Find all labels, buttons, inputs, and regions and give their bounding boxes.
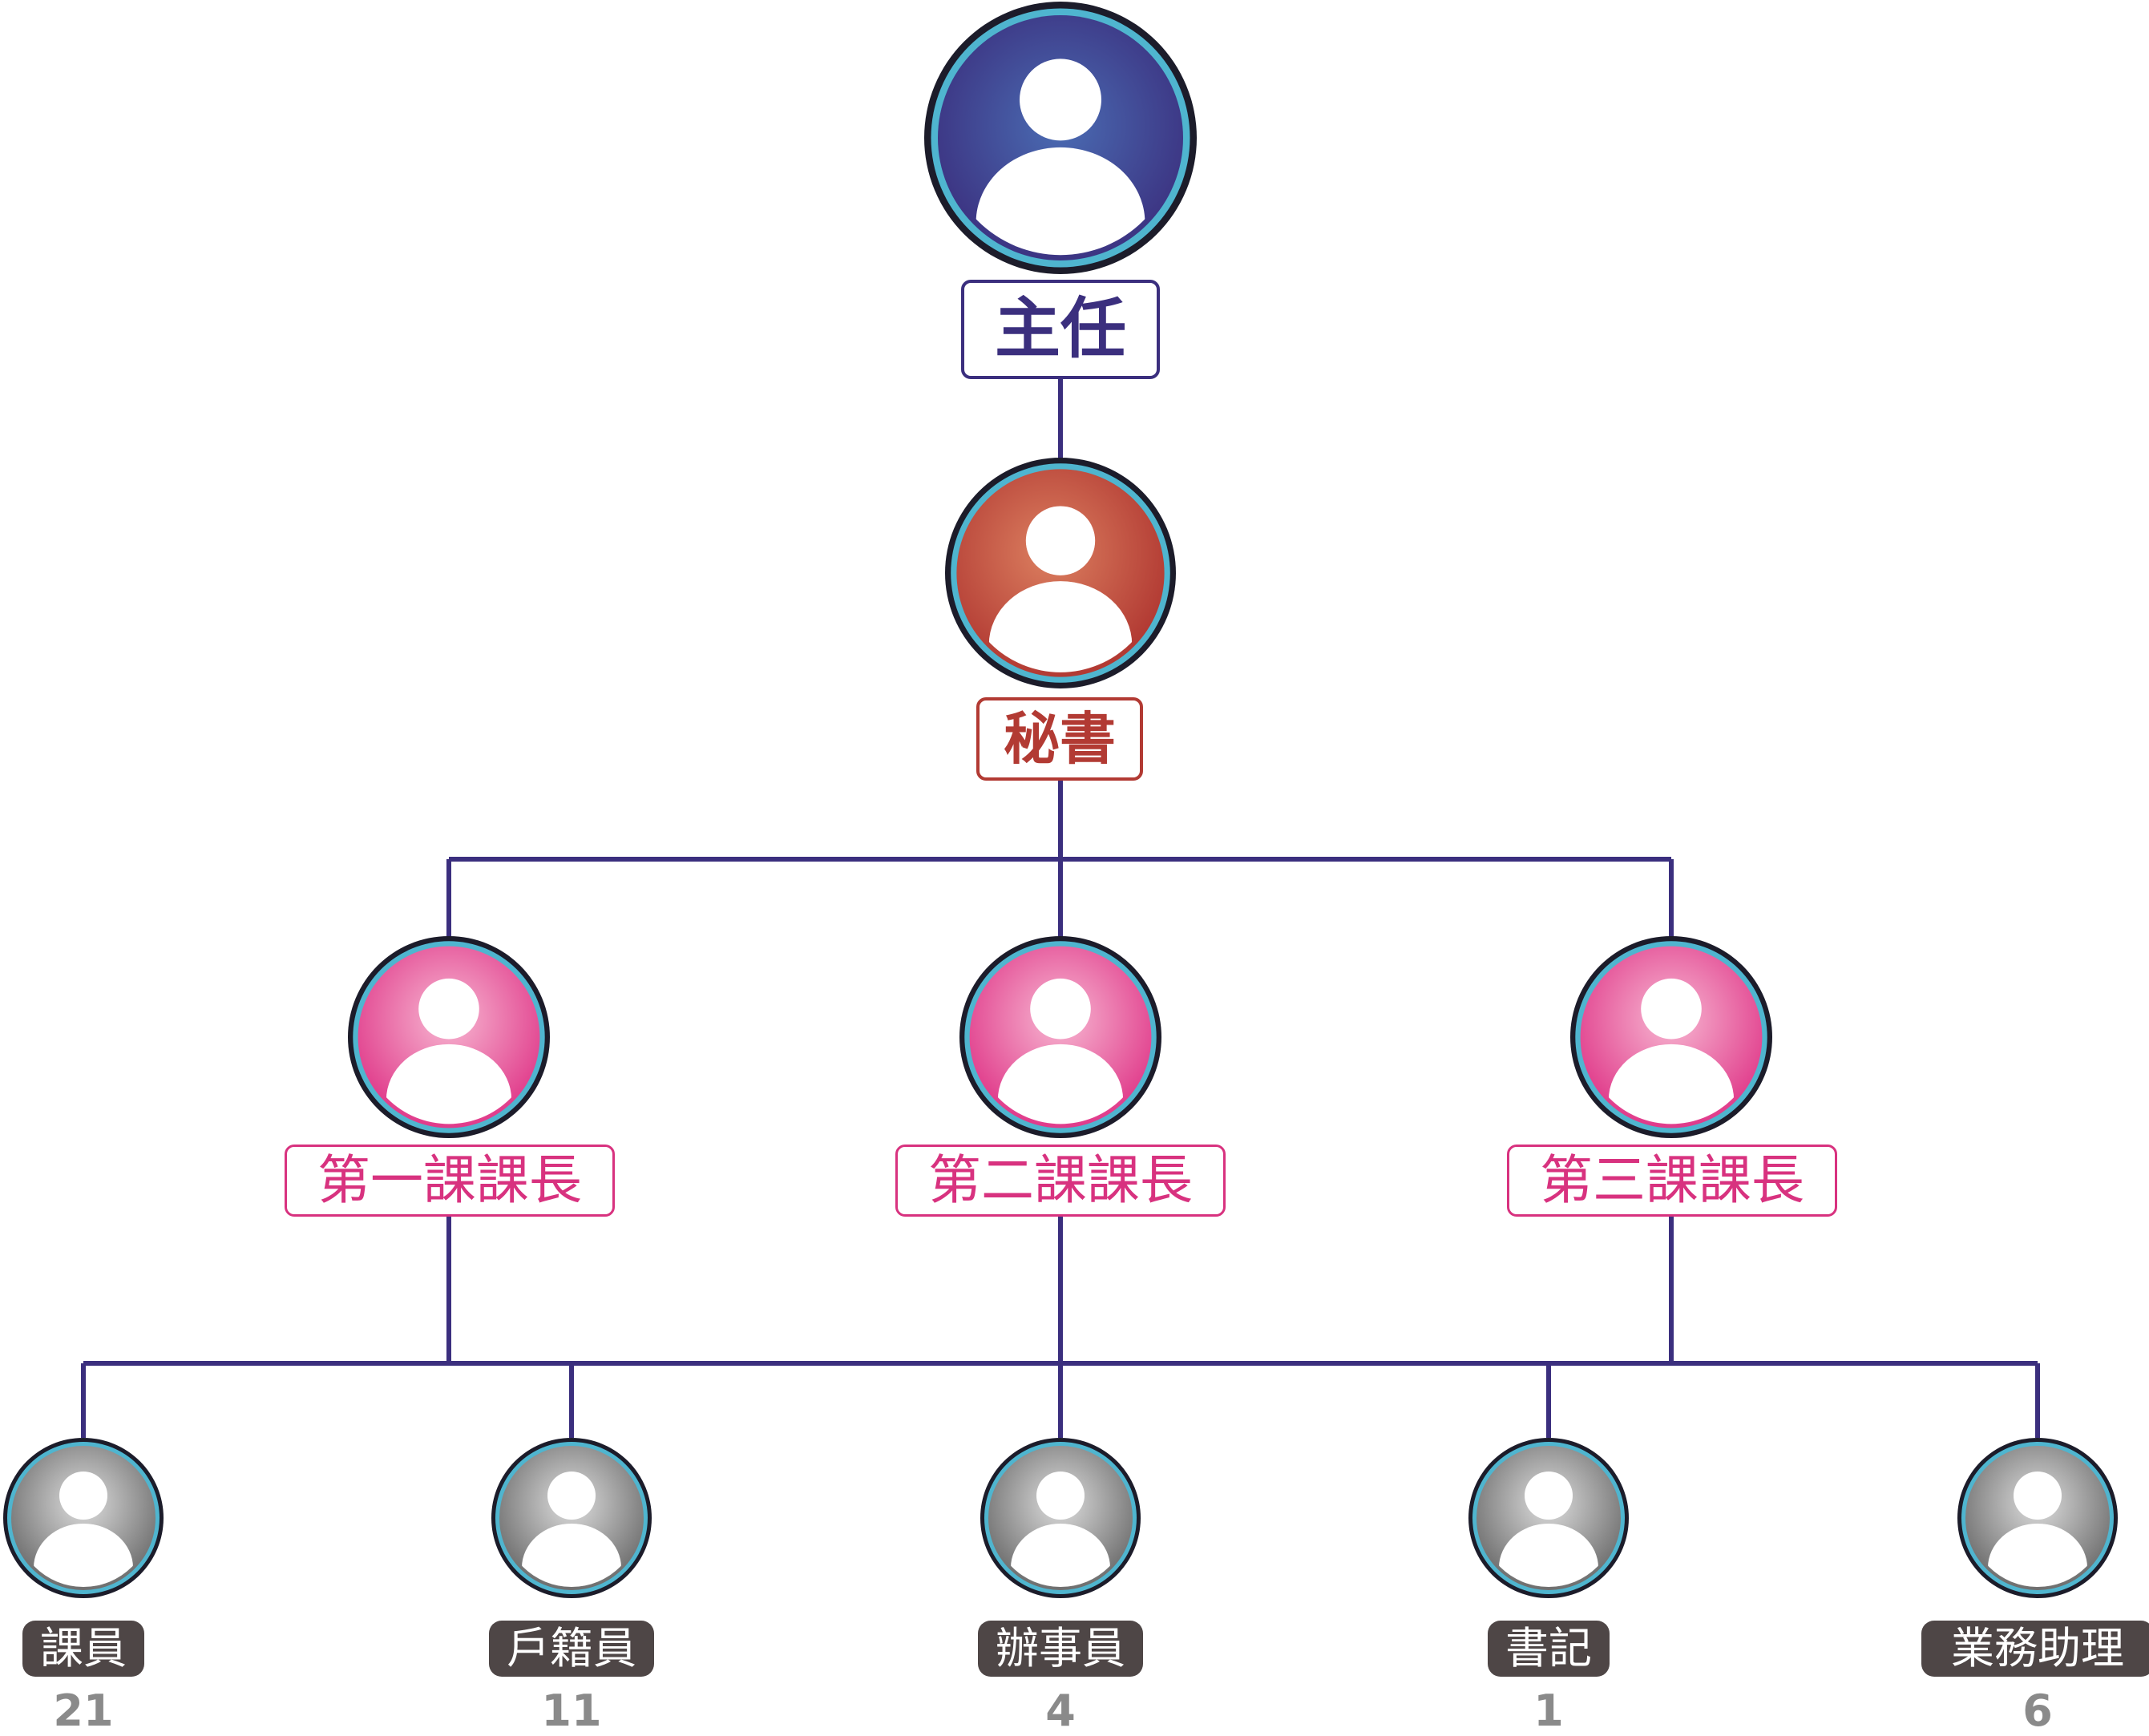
person-avatar-icon <box>34 1472 133 1587</box>
staff-4-count: 1 <box>1533 1686 1564 1736</box>
chief-3-label: 第三課課長 <box>1507 1145 1837 1217</box>
staff-2-label: 戶籍員 <box>489 1621 654 1677</box>
staff-2-count: 11 <box>541 1686 602 1736</box>
staff-2-avatar <box>491 1438 652 1598</box>
chief-1-avatar <box>348 936 550 1138</box>
chief-1-label: 第一課課長 <box>285 1145 615 1217</box>
chief-3-avatar <box>1570 936 1772 1138</box>
staff-4-avatar <box>1468 1438 1629 1598</box>
person-avatar-icon <box>988 506 1133 672</box>
secretary-label: 秘書 <box>976 697 1143 781</box>
staff-5-count: 6 <box>2022 1686 2053 1736</box>
person-avatar-icon <box>976 59 1145 256</box>
director-label: 主任 <box>961 280 1160 379</box>
avatar-nodes <box>3 2 2118 1598</box>
staff-5-avatar <box>1957 1438 2118 1598</box>
chief-2-avatar <box>959 936 1161 1138</box>
chief-2-label: 第二課課長 <box>895 1145 1226 1217</box>
connector-lines <box>81 379 2040 1438</box>
person-avatar-icon <box>1608 978 1735 1124</box>
person-avatar-icon <box>997 978 1124 1124</box>
staff-1-avatar <box>3 1438 164 1598</box>
person-avatar-icon <box>1988 1472 2087 1587</box>
staff-1-count: 21 <box>53 1686 114 1736</box>
person-avatar-icon <box>1499 1472 1598 1587</box>
person-avatar-icon <box>522 1472 621 1587</box>
staff-3-avatar <box>980 1438 1141 1598</box>
person-avatar-icon <box>386 978 512 1124</box>
director-avatar <box>924 2 1197 274</box>
staff-1-label: 課員 <box>22 1621 144 1677</box>
staff-3-count: 4 <box>1045 1686 1076 1736</box>
staff-5-label: 業務助理 <box>1921 1621 2149 1677</box>
staff-4-label: 書記 <box>1488 1621 1610 1677</box>
staff-3-label: 辦事員 <box>978 1621 1143 1677</box>
person-avatar-icon <box>1011 1472 1110 1587</box>
secretary-avatar <box>945 458 1176 688</box>
